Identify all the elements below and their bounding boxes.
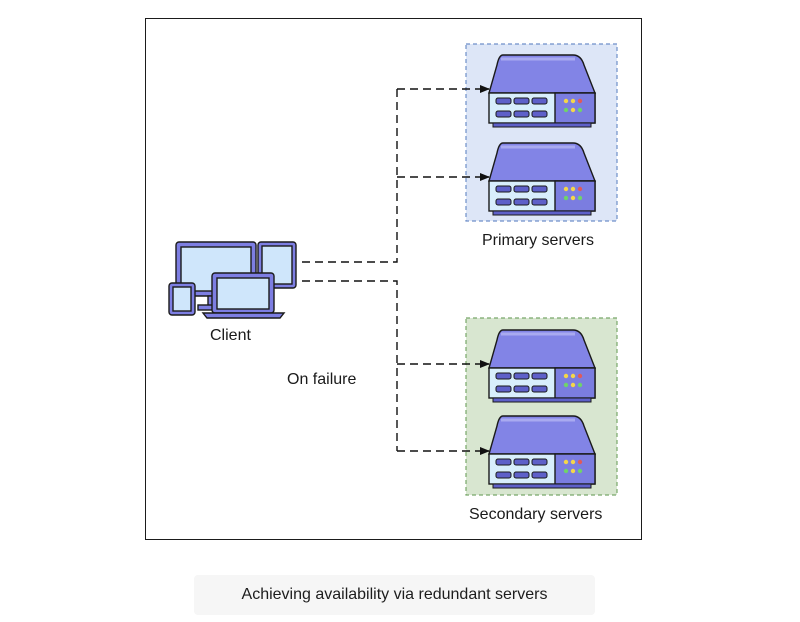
secondary-server-1-icon <box>487 328 597 404</box>
client-label: Client <box>210 327 251 344</box>
secondary-server-2-icon <box>487 414 597 490</box>
primary-servers-label: Primary servers <box>482 232 595 249</box>
connector-secondary-trunk <box>302 280 398 451</box>
on-failure-label: On failure <box>287 371 357 388</box>
connectors <box>302 85 490 455</box>
primary-server-1-icon <box>487 53 597 129</box>
figure-caption: Achieving availability via redundant ser… <box>194 575 595 615</box>
primary-server-2-icon <box>487 141 597 217</box>
caption-text: Achieving availability via redundant ser… <box>241 586 548 603</box>
secondary-servers-label: Secondary servers <box>469 506 603 523</box>
client-devices-icon <box>168 241 297 319</box>
connector-primary-trunk <box>302 89 398 263</box>
